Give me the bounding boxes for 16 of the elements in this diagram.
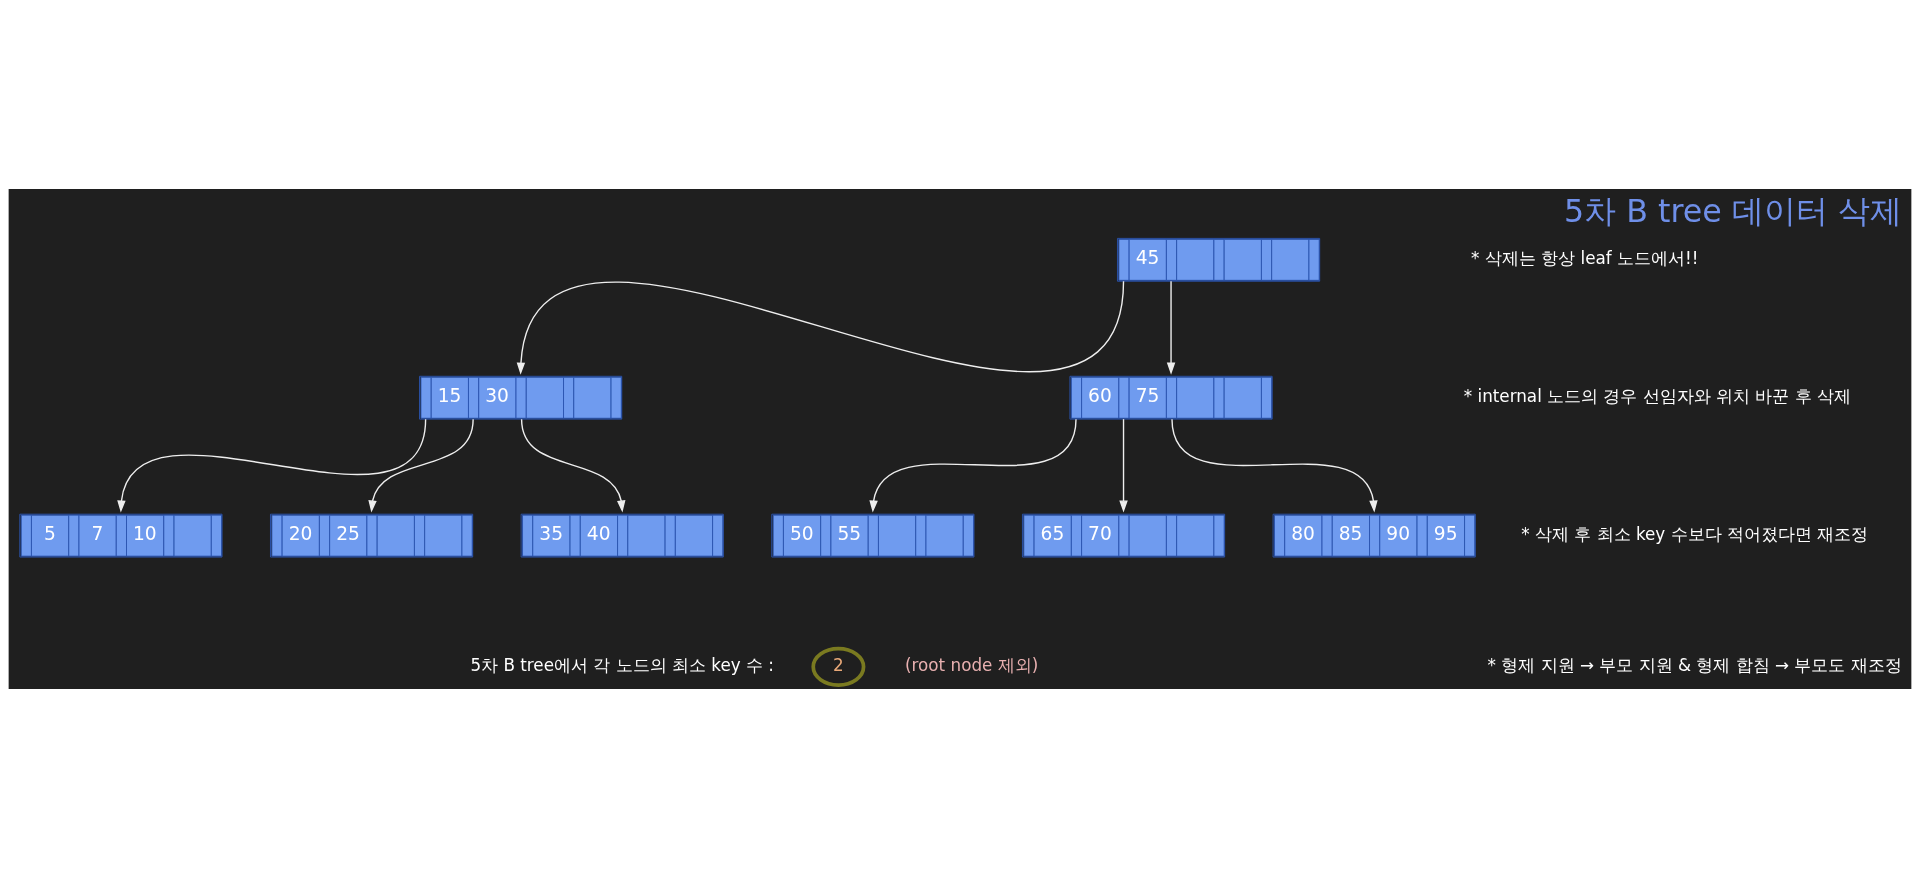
arrow xyxy=(1119,417,1128,513)
arrow xyxy=(516,280,1125,375)
label: * 형제 지원 → 부모 지원 & 형제 합침 → 부모도 재조정 xyxy=(1487,654,1902,675)
arrow xyxy=(520,417,626,513)
label: * 삭제 후 최소 key 수보다 적어졌다면 재조정 xyxy=(1521,523,1869,544)
arrow xyxy=(869,417,1077,513)
arrow xyxy=(117,417,427,513)
label: * 삭제는 항상 leaf 노드에서!! xyxy=(1471,247,1699,268)
arrow xyxy=(1171,417,1378,513)
label: 5차 B tree에서 각 노드의 최소 key 수 : xyxy=(470,654,774,675)
label: * internal 노드의 경우 선임자와 위치 바꾼 후 삭제 xyxy=(1463,385,1852,406)
arrow xyxy=(368,417,474,513)
label: 2 xyxy=(833,654,844,675)
arrow xyxy=(1166,280,1176,375)
diagram-title: 5차 B tree 데이터 삭제 xyxy=(1563,192,1902,229)
label: (root node 제외) xyxy=(905,654,1039,675)
